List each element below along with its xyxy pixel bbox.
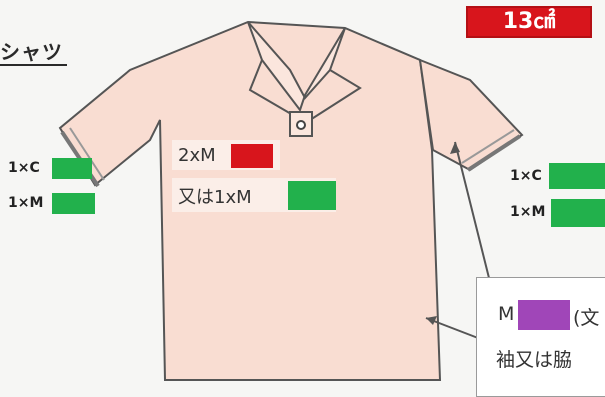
center-swatch-red <box>231 144 273 168</box>
center-swatch-green <box>288 181 336 210</box>
page-title: シャツ <box>0 40 67 66</box>
callout-line1-end: (文 <box>573 303 599 330</box>
right-swatch-c <box>549 163 605 189</box>
left-swatch-m <box>52 193 95 214</box>
callout-line2: 袖又は脇 <box>496 345 572 372</box>
shirt-right-sleeve <box>420 60 522 170</box>
center-label-2: 又は1xM <box>178 183 252 209</box>
callout-box <box>476 277 605 397</box>
left-swatch-c <box>52 158 92 179</box>
right-label-c: 1×C <box>510 168 542 184</box>
right-label-m: 1×M <box>510 204 545 220</box>
left-label-c: 1×C <box>8 160 40 176</box>
callout-line1-start: M <box>498 303 514 325</box>
button <box>297 121 305 129</box>
callout-swatch-purple <box>518 300 570 330</box>
left-label-m: 1×M <box>8 195 43 211</box>
area-badge: 13㎠ <box>466 6 592 38</box>
right-swatch-m <box>551 199 605 227</box>
center-label-1: 2xM <box>178 145 216 166</box>
